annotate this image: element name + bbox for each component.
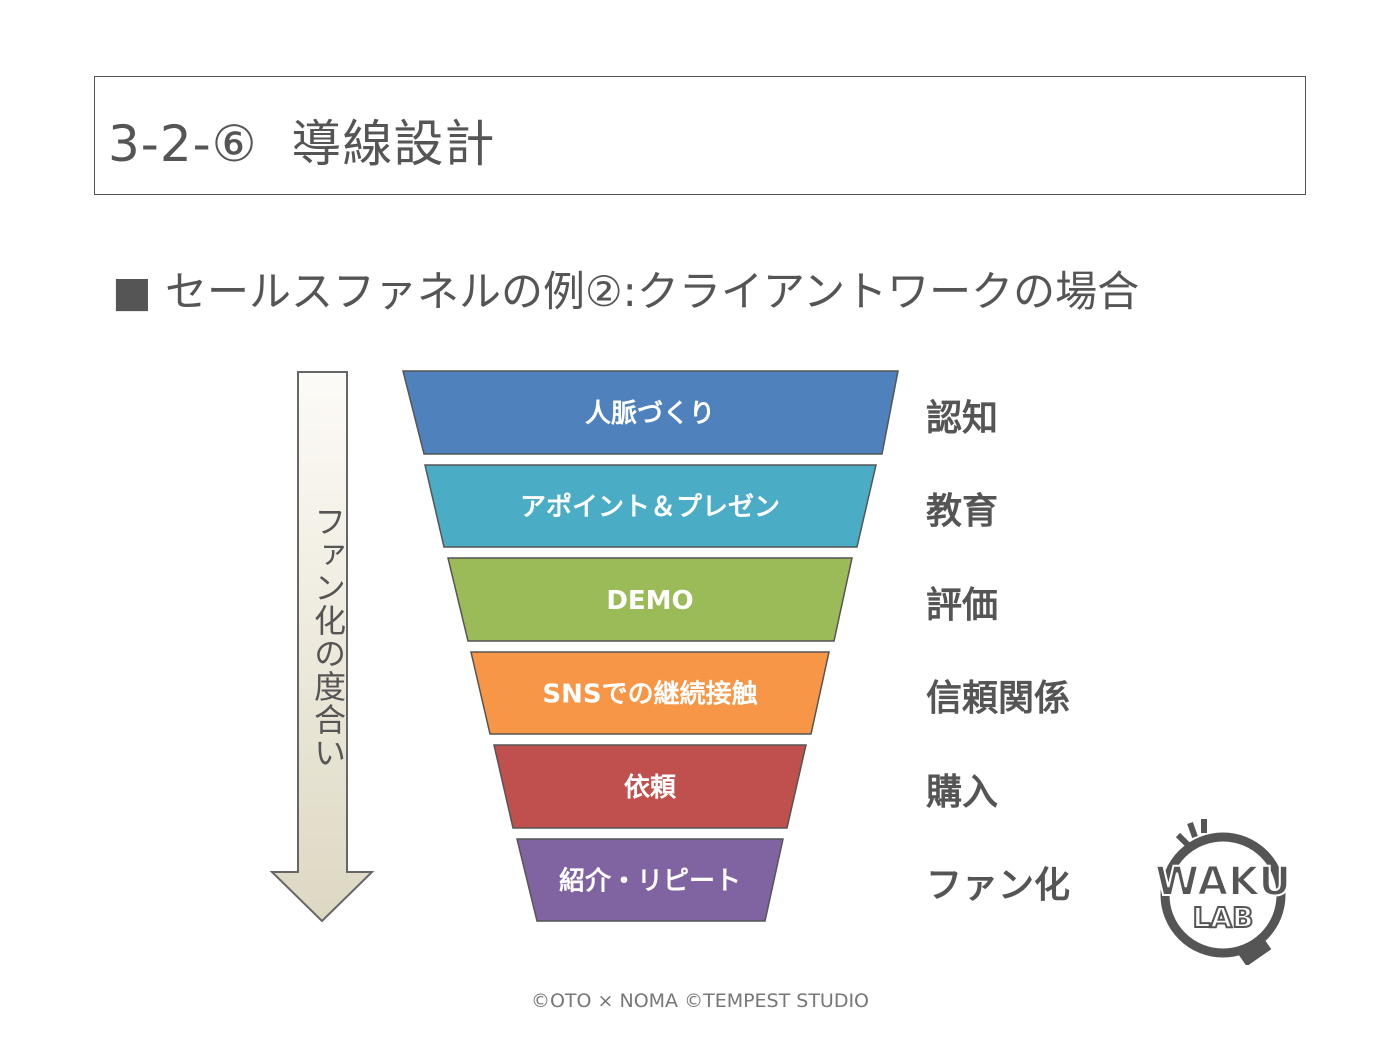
funnel-stage-label: 購入: [926, 771, 999, 813]
funnel-stage-label: ファン化: [926, 865, 1071, 906]
svg-text:WAKU: WAKU: [1155, 859, 1291, 905]
funnel-stage-label: 信頼関係: [926, 678, 1071, 719]
funnel-stage-label: 評価: [926, 584, 999, 626]
svg-text:LAB: LAB: [1193, 901, 1254, 934]
funnel-tier-label: 人脈づくり: [585, 399, 715, 429]
funnel-stage-label: 教育: [926, 491, 999, 532]
copyright-credit: ©OTO × NOMA ©TEMPEST STUDIO: [530, 990, 870, 1012]
funnel-tier-label: SNSでの継続接触: [542, 679, 757, 710]
title-box: [94, 76, 1306, 195]
funnel-tier-label: アポイント＆プレゼン: [520, 492, 780, 523]
funnel-tier-label: 依頼: [624, 773, 677, 803]
funnel-tier: [447, 557, 853, 642]
funnel-tier: [493, 744, 807, 829]
funnel-tier-label: 紹介・リピート: [559, 866, 741, 897]
waku-lab-logo: WAKU LAB: [1148, 815, 1298, 965]
funnel-tier: [402, 370, 899, 455]
funnel-stage-label: 認知: [926, 397, 999, 439]
arrow-label: ファン化の度合い: [309, 505, 347, 769]
funnel-tier: [470, 651, 830, 735]
funnel-tier: [516, 838, 784, 922]
slide-subtitle: ■ セールスファネルの例②:クライアントワークの場合: [112, 267, 1140, 316]
funnel-tier-label: DEMO: [606, 586, 693, 616]
funnel-tier: [424, 464, 877, 548]
slide-title: 3-2-⑥ 導線設計: [108, 115, 496, 173]
down-arrow: [269, 371, 375, 923]
